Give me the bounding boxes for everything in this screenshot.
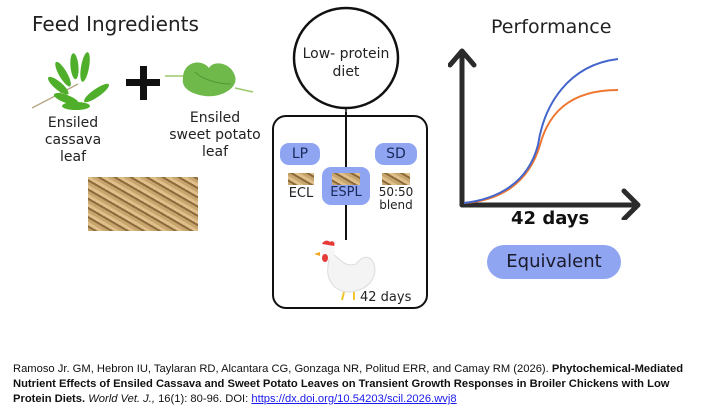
cassava-leaf-icon	[31, 52, 110, 110]
y-axis-arrow-icon	[448, 48, 477, 68]
equivalent-badge: Equivalent	[487, 245, 621, 279]
group-sd-badge: SD	[375, 143, 417, 165]
x-axis-label: 42 days	[511, 208, 590, 229]
group-lp-badge: LP	[280, 143, 320, 165]
citation-title: Phytochemical-Mediated Nutrient Effects …	[13, 363, 684, 405]
citation-volume: 16(1): 80-96. DOI:	[154, 393, 252, 405]
chicken-icon	[314, 240, 376, 301]
x-axis-arrow-icon	[621, 188, 641, 220]
sweet-potato-label: Ensiled sweet potato leaf	[169, 110, 261, 160]
citation-journal: World Vet. J.,	[88, 393, 155, 405]
low-protein-diet-label: Low- protein diet	[302, 46, 390, 80]
group-espl-badge: ESPL	[322, 167, 370, 205]
plus-icon	[126, 66, 160, 100]
diet-groups-box	[272, 115, 428, 309]
ecl-label: ECL	[288, 186, 314, 201]
low-protein-diet-circle	[292, 6, 400, 115]
sweet-potato-leaf-icon	[165, 62, 254, 97]
citation: Ramoso Jr. GM, Hebron IU, Taylaran RD, A…	[13, 362, 703, 407]
ecl-pellets	[288, 173, 314, 185]
feed-ingredients-title: Feed Ingredients	[32, 12, 199, 36]
feed-pellets-image	[88, 177, 198, 231]
citation-doi-link[interactable]: https://dx.doi.org/10.54203/scil.2026.wv…	[251, 393, 457, 405]
orange-curve	[463, 89, 619, 204]
cassava-label: Ensiled cassava leaf	[44, 115, 102, 165]
blend-label: 50:50 blend	[378, 185, 414, 212]
citation-authors: Ramoso Jr. GM, Hebron IU, Taylaran RD, A…	[13, 363, 552, 375]
blend-pellets	[382, 173, 410, 185]
duration-label: 42 days	[360, 290, 412, 305]
blue-curve	[463, 58, 619, 204]
performance-title: Performance	[491, 16, 612, 38]
performance-chart	[448, 48, 641, 220]
